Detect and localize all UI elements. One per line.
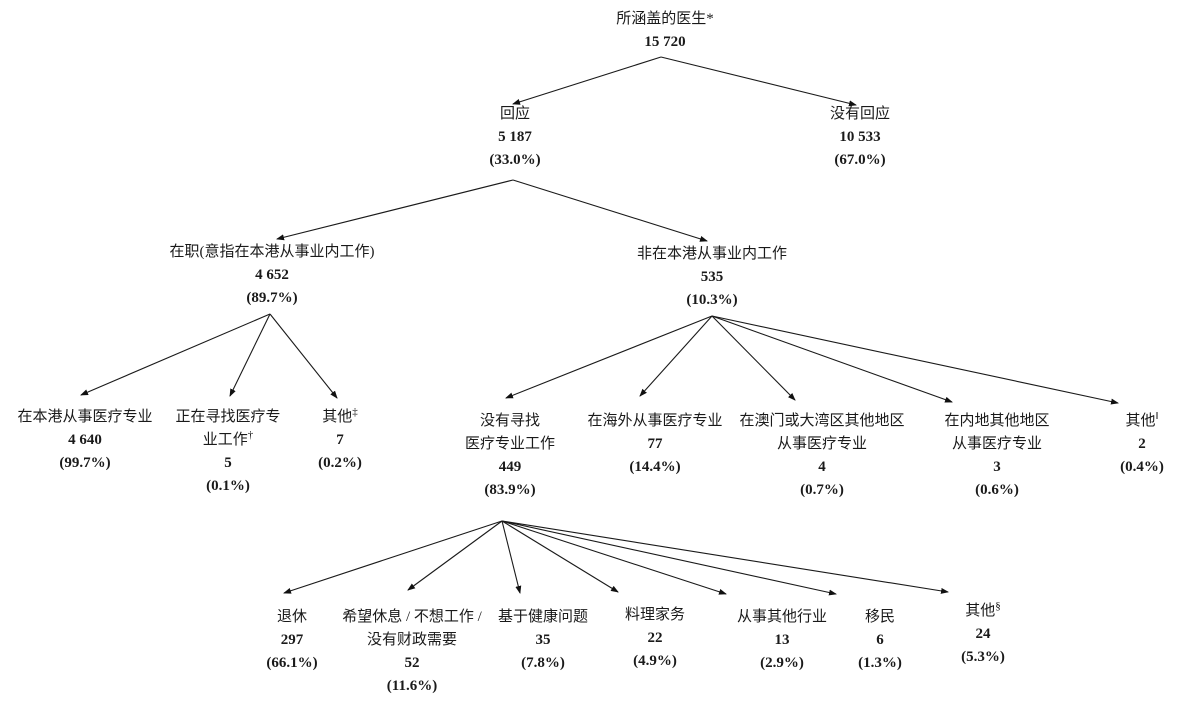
node-not-seeking-medical-work: 没有寻找 医疗专业工作 449 (83.9%) <box>465 410 555 502</box>
node-responded: 回应 5 187 (33.0%) <box>489 103 540 172</box>
node-label: 移民 <box>864 609 895 625</box>
node-overseas-medical: 在海外从事医疗专业 77 (14.4%) <box>587 410 722 479</box>
node-percent: (89.7%) <box>246 290 298 306</box>
node-value: 7 <box>336 432 344 448</box>
node-percent: (7.8%) <box>521 655 565 671</box>
node-percent: (4.9%) <box>633 653 677 669</box>
node-percent: (83.9%) <box>484 482 536 498</box>
node-mainland-medical: 在内地其他地区 从事医疗专业 3 (0.6%) <box>944 410 1049 502</box>
node-value: 10 533 <box>839 129 881 145</box>
node-value: 4 <box>818 459 826 475</box>
node-value: 22 <box>647 630 663 646</box>
node-percent: (11.6%) <box>386 678 438 694</box>
node-percent: (0.6%) <box>975 482 1019 498</box>
node-other-industry: 从事其他行业 13 (2.9%) <box>737 606 827 675</box>
node-value: 4 652 <box>255 267 289 283</box>
node-label: 其他§ <box>965 600 1001 620</box>
node-label: 其他‡ <box>322 406 358 426</box>
node-housework: 料理家务 22 (4.9%) <box>625 604 685 673</box>
node-label: 在内地其他地区 <box>944 413 1050 429</box>
node-wish-to-rest: 希望休息 / 不想工作 / 没有财政需要 52 (11.6%) <box>342 606 482 698</box>
node-label: 业工作† <box>202 429 254 449</box>
node-value: 35 <box>535 632 551 648</box>
node-percent: (1.3%) <box>858 655 902 671</box>
node-label: 医疗专业工作 <box>464 436 556 452</box>
node-value: 13 <box>774 632 790 648</box>
node-percent: (5.3%) <box>961 649 1005 665</box>
node-value: 535 <box>700 269 724 285</box>
parallel-marker: ‖ <box>1155 410 1159 422</box>
node-value: 6 <box>876 632 884 648</box>
node-value: 2 <box>1138 436 1146 452</box>
node-label: 在澳门或大湾区其他地区 <box>739 413 905 429</box>
node-label: 没有回应 <box>829 106 891 122</box>
node-percent: (0.4%) <box>1120 459 1164 475</box>
node-seeking-medical-work: 正在寻找医疗专 业工作† 5 (0.1%) <box>175 406 280 498</box>
node-percent: (99.7%) <box>59 455 111 471</box>
section-marker: § <box>995 600 1001 612</box>
node-percent: (67.0%) <box>834 152 886 168</box>
node-label: 料理家务 <box>624 607 686 623</box>
node-label: 正在寻找医疗专 <box>175 409 281 425</box>
node-working-in-profession: 在职(意指在本港从事业内工作) 4 652 (89.7%) <box>170 241 375 310</box>
node-percent: (0.1%) <box>206 478 250 494</box>
node-label: 从事其他行业 <box>736 609 828 625</box>
node-value: 3 <box>993 459 1001 475</box>
node-percent: (66.1%) <box>266 655 318 671</box>
node-others-not-working-branch: 其他‖ 2 (0.4%) <box>1120 410 1164 479</box>
node-not-working-in-hk-profession: 非在本港从事业内工作 535 (10.3%) <box>637 243 787 312</box>
node-percent: (33.0%) <box>489 152 541 168</box>
node-label: 在海外从事医疗专业 <box>587 413 723 429</box>
node-value: 297 <box>280 632 304 648</box>
node-label: 在职(意指在本港从事业内工作) <box>169 244 375 260</box>
node-macao-gba-medical: 在澳门或大湾区其他地区 从事医疗专业 4 (0.7%) <box>739 410 904 502</box>
node-value: 5 <box>224 455 232 471</box>
node-label: 非在本港从事业内工作 <box>636 246 788 262</box>
double-dagger-marker: ‡ <box>352 406 358 418</box>
dagger-marker: † <box>247 429 254 441</box>
node-label: 所涵盖的医生* <box>616 11 714 27</box>
node-value: 449 <box>498 459 522 475</box>
node-value: 4 640 <box>68 432 102 448</box>
node-value: 77 <box>647 436 663 452</box>
node-health-reasons: 基于健康问题 35 (7.8%) <box>498 606 588 675</box>
node-label: 没有财政需要 <box>366 632 457 648</box>
node-others-working-branch: 其他‡ 7 (0.2%) <box>318 406 362 475</box>
node-percent: (0.7%) <box>800 482 844 498</box>
node-not-responded: 没有回应 10 533 (67.0%) <box>830 103 890 172</box>
node-label: 其他‖ <box>1125 410 1159 430</box>
node-value: 5 187 <box>498 129 532 145</box>
node-label: 退休 <box>276 609 307 625</box>
node-value: 24 <box>975 626 991 642</box>
node-percent: (14.4%) <box>629 459 681 475</box>
node-label: 希望休息 / 不想工作 / <box>342 609 482 625</box>
node-others-not-seeking-branch: 其他§ 24 (5.3%) <box>961 600 1005 669</box>
node-emigration: 移民 6 (1.3%) <box>858 606 902 675</box>
node-value: 15 720 <box>644 34 686 50</box>
node-label: 没有寻找 <box>479 413 541 429</box>
node-percent: (10.3%) <box>686 292 738 308</box>
node-value: 52 <box>404 655 420 671</box>
node-label: 回应 <box>499 106 530 122</box>
node-hk-medical-profession: 在本港从事医疗专业 4 640 (99.7%) <box>17 406 152 475</box>
node-label: 在本港从事医疗专业 <box>17 409 153 425</box>
node-doctors-covered: 所涵盖的医生* 15 720 <box>616 8 714 54</box>
node-percent: (0.2%) <box>318 455 362 471</box>
node-label: 从事医疗专业 <box>776 436 868 452</box>
node-label: 基于健康问题 <box>497 609 589 625</box>
node-percent: (2.9%) <box>760 655 804 671</box>
node-label: 从事医疗专业 <box>951 436 1043 452</box>
node-retired: 退休 297 (66.1%) <box>266 606 317 675</box>
